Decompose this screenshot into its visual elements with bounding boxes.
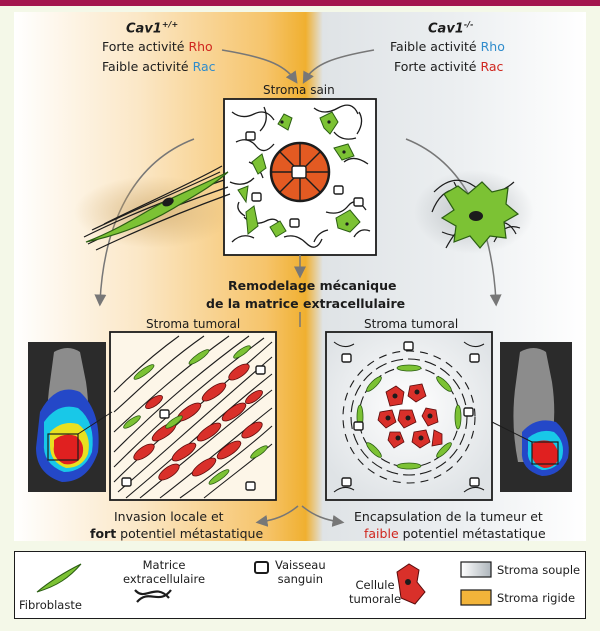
left-mouse-image-icon [28, 342, 113, 492]
arrow-to-right-outcome [301, 505, 345, 527]
arrow-to-left-outcome [255, 505, 299, 527]
right-outcome-line2: faible potentiel métastatique [364, 526, 546, 541]
arrow-left-to-healthy [221, 49, 298, 84]
soft-stroma-swatch [460, 561, 492, 578]
left-rac-line: Faible activité Rac [102, 59, 216, 74]
left-tumor-stroma-label: Stroma tumoral [146, 317, 241, 331]
right-fibroblast-icon [414, 170, 534, 254]
arrow-right-to-healthy [302, 49, 375, 84]
tumor-cell-icon [396, 563, 426, 605]
right-rho-line: Faible activité Rho [390, 39, 505, 54]
left-outcome-line1: Invasion locale et [114, 509, 224, 524]
top-accent-bar [0, 0, 600, 6]
legend-rigid-label: Stroma rigide [497, 591, 576, 605]
diagram-panel: Cav1+/+ Forte activité Rho Faible activi… [14, 12, 586, 541]
legend-soft-label: Stroma souple [497, 563, 581, 577]
matrix-fiber-icon [134, 589, 172, 603]
right-mouse-image-icon [491, 342, 572, 492]
center-label-line2: de la matrice extracellulaire [206, 296, 406, 311]
healthy-stroma-box [223, 98, 377, 256]
left-outcome-line2: fort potentiel métastatique [90, 526, 264, 541]
left-tumor-stroma-box [109, 331, 277, 501]
right-rac-line: Forte activité Rac [394, 59, 504, 74]
diagram-graphics [28, 49, 572, 527]
left-rho-line: Forte activité Rho [102, 39, 213, 54]
left-fibroblast-icon [74, 165, 234, 251]
right-genotype: Cav1-/- [428, 20, 474, 37]
right-outcome-line1: Encapsulation de la tumeur et [354, 509, 543, 524]
right-tumor-stroma-box [325, 331, 493, 501]
blood-vessel-icon [254, 561, 269, 574]
left-genotype: Cav1+/+ [126, 20, 179, 37]
fibroblast-icon [36, 563, 82, 593]
right-tumor-stroma-label: Stroma tumoral [364, 317, 459, 331]
legend-fibroblast-label: Fibroblaste [19, 598, 82, 612]
healthy-stroma-label: Stroma sain [263, 83, 335, 97]
center-label-line1: Remodelage mécanique [228, 278, 397, 293]
rigid-stroma-swatch [460, 589, 492, 606]
legend-graphics [36, 561, 492, 606]
